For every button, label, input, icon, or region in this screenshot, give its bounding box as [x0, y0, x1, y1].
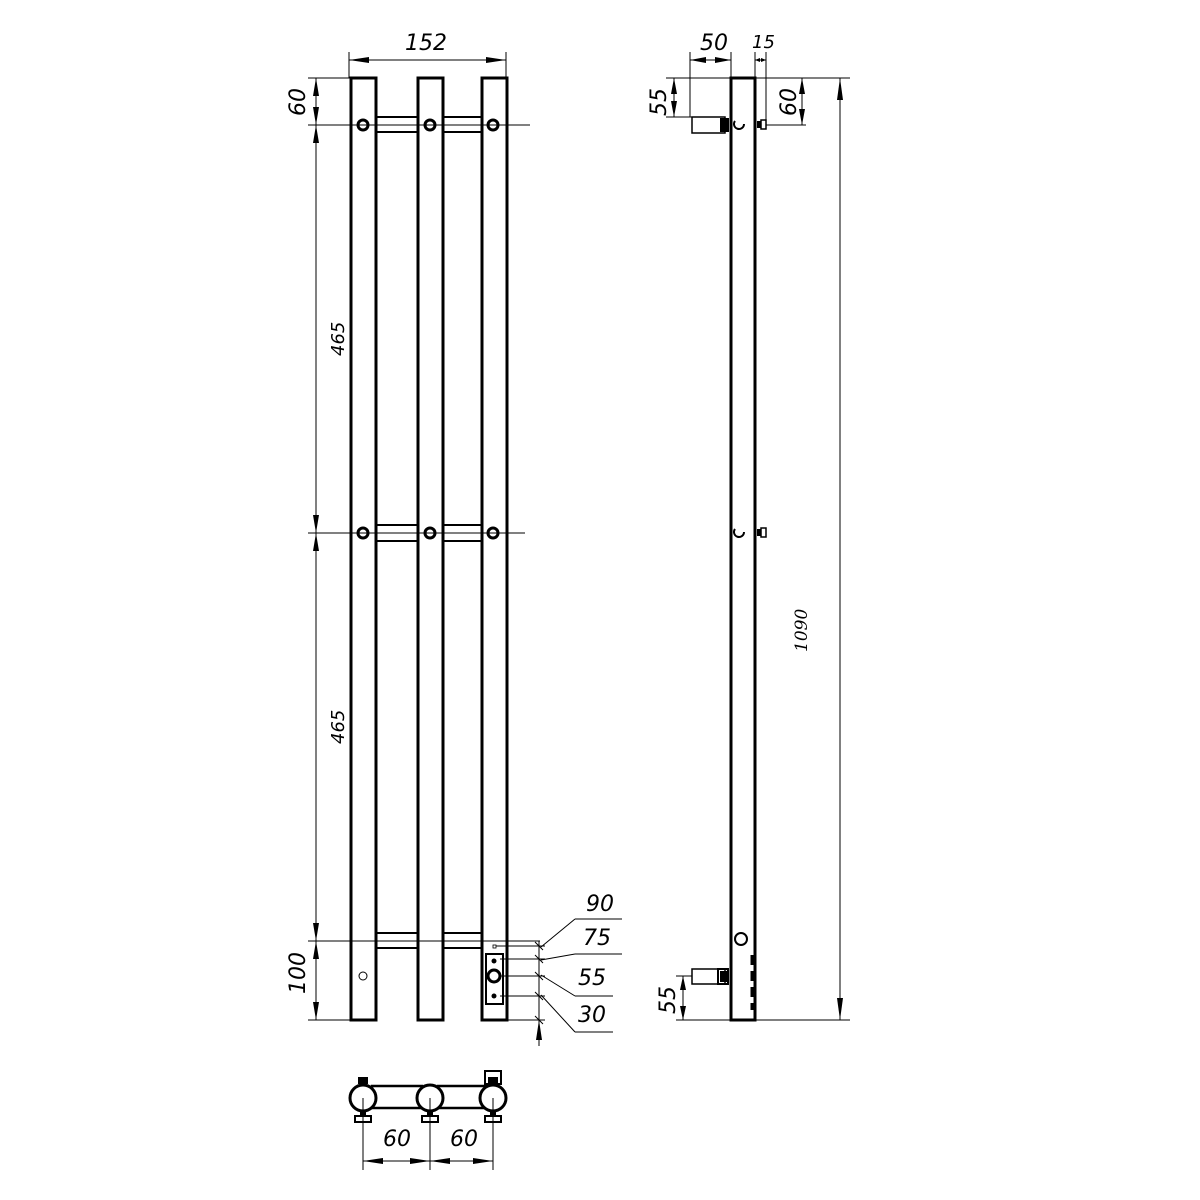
side-bar	[729, 76, 757, 1022]
front-view: 152 60 465 465 100	[286, 31, 622, 1046]
dim-connector-90: 90	[586, 892, 614, 917]
side-view: 50 15 55 60 1090 55	[647, 31, 850, 1022]
dim-span-lower: 465	[328, 710, 349, 744]
dim-spacing-left: 60	[383, 1127, 411, 1152]
tube-section-icon	[348, 1083, 508, 1113]
bar-right	[480, 76, 509, 1022]
dim-connector-55: 55	[578, 966, 606, 991]
dim-overall-width: 152	[405, 31, 447, 56]
dim-top-offset: 60	[286, 88, 311, 116]
dim-span-upper: 465	[328, 322, 349, 356]
dim-overall-height: 1090	[792, 609, 812, 652]
knob-icon	[757, 527, 767, 538]
dim-bracket-height-top: 55	[647, 88, 672, 116]
dim-bracket-depth: 50	[700, 31, 728, 56]
dim-bottom-offset: 100	[286, 952, 311, 994]
connector-plate-icon	[485, 944, 504, 1005]
top-view: 60 60	[348, 1070, 508, 1170]
wall-bracket-icon	[691, 968, 729, 985]
dim-connector-30: 30	[578, 1003, 606, 1028]
dim-knob-depth: 15	[752, 32, 775, 53]
dim-spacing-right: 60	[450, 1127, 478, 1152]
dim-bracket-height-bottom: 55	[656, 986, 681, 1014]
bar-center	[416, 76, 445, 1022]
bar-left	[349, 76, 378, 1022]
dim-top-offset-side: 60	[777, 88, 802, 116]
dim-connector-75: 75	[583, 926, 611, 951]
knob-icon	[757, 119, 767, 130]
wall-bracket-icon	[691, 116, 729, 134]
